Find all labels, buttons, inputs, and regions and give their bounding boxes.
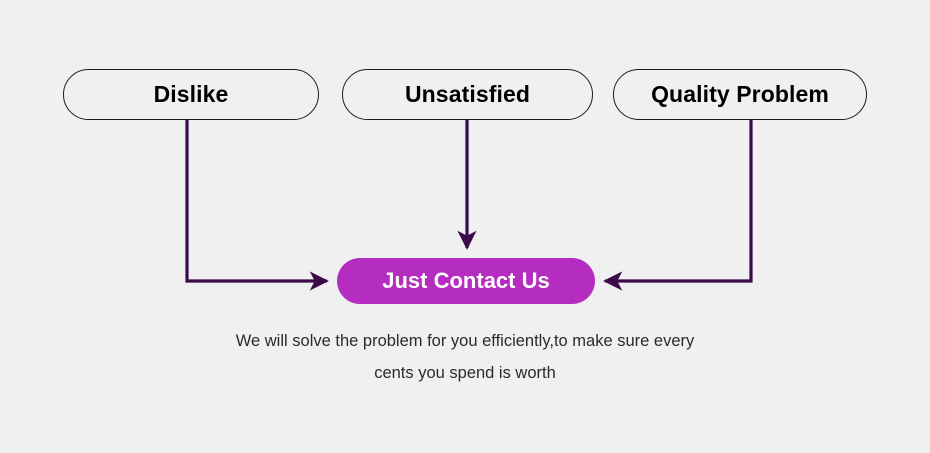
flow-node-dislike-label: Dislike — [153, 81, 229, 107]
connector-quality-to-cta — [603, 120, 753, 291]
caption-text: We will solve the problem for you effici… — [0, 325, 930, 389]
flow-node-unsatisfied-label: Unsatisfied — [404, 81, 531, 107]
flow-node-quality-problem: Quality Problem — [613, 69, 867, 120]
flow-node-quality-problem-label: Quality Problem — [651, 81, 829, 107]
just-contact-us-button[interactable]: Just Contact Us — [337, 258, 595, 304]
caption-line-1: We will solve the problem for you effici… — [235, 332, 695, 350]
connector-dislike-to-cta — [185, 120, 329, 291]
flow-node-dislike: Dislike — [63, 69, 319, 120]
flow-node-unsatisfied: Unsatisfied — [342, 69, 593, 120]
caption-line-2: cents you spend is worth — [374, 364, 556, 382]
